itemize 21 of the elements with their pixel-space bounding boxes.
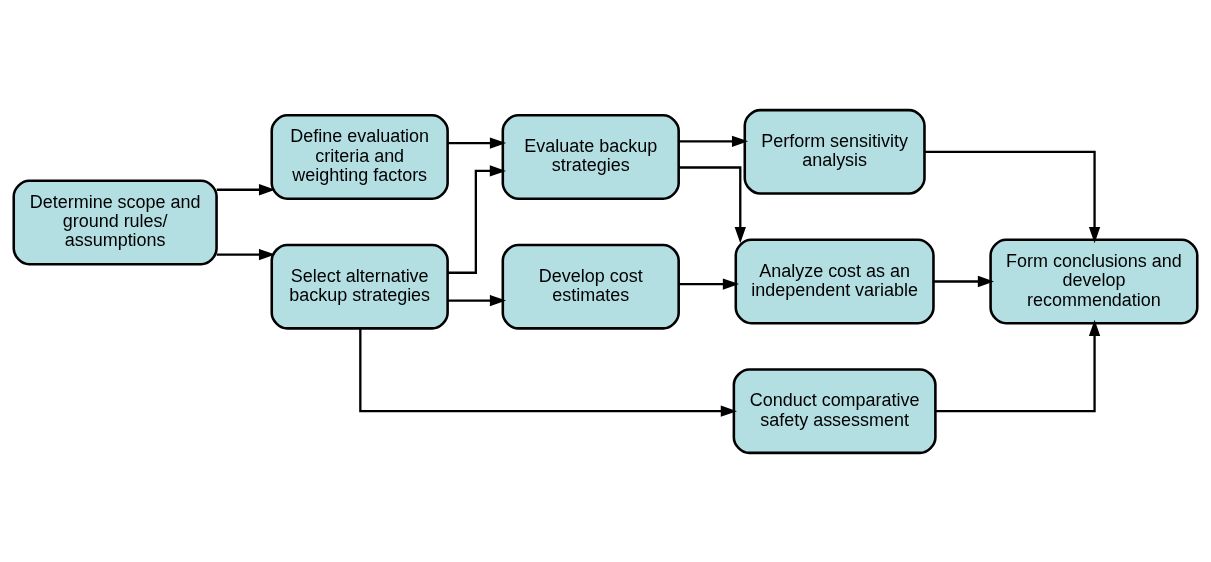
arrow (678, 277, 740, 290)
node-box: Evaluate backup strategies (501, 113, 680, 200)
arrow (447, 164, 506, 274)
arrow (679, 165, 746, 243)
arrow (678, 135, 749, 147)
arrow (216, 183, 276, 195)
arrow (447, 294, 507, 306)
node-box: Develop cost estimates (501, 243, 680, 330)
arrow (924, 150, 1101, 243)
node-box: Analyze cost as an independent variable (734, 238, 935, 324)
node-box: Perform sensitivity analysis (743, 108, 926, 195)
arrow (935, 319, 1101, 412)
node-box: Select alternative backup strategies (270, 243, 449, 330)
arrow (216, 248, 276, 260)
node-box: Form conclusions and develop recommendation (989, 238, 1199, 324)
arrow (359, 327, 737, 417)
node-box: Conduct comparative safety assessment (732, 367, 937, 454)
arrow (447, 136, 507, 149)
node-box: Determine scope and ground rules/ assumptions (12, 178, 218, 265)
arrow (933, 275, 995, 287)
node-box: Define evaluation criteria and weighting factors (270, 113, 449, 200)
